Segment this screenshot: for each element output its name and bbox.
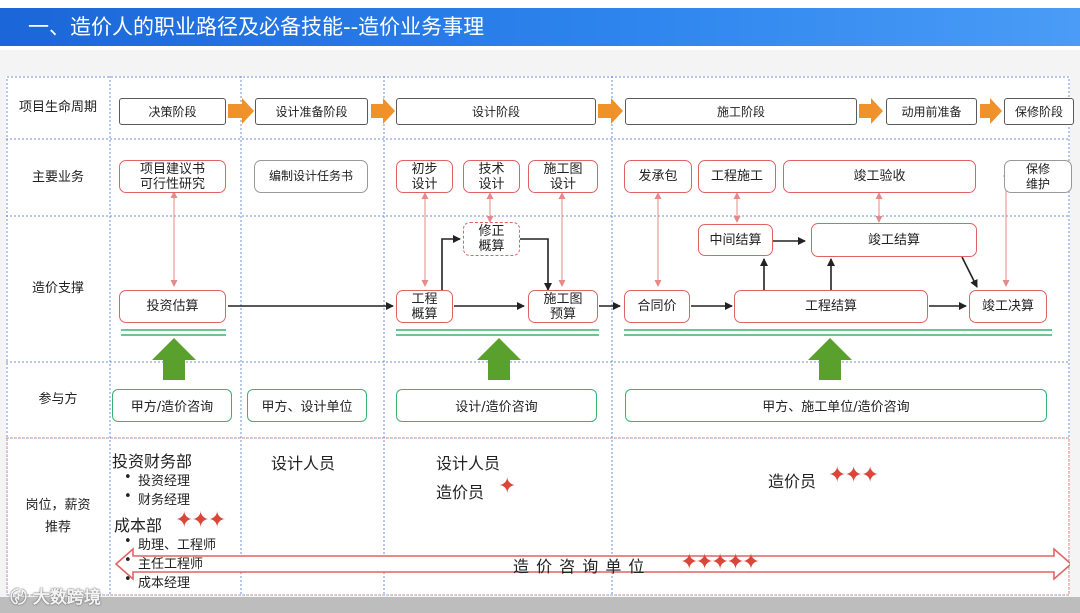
- cost-engineering-settlement: 工程结算: [734, 290, 928, 323]
- cost-completion-settlement: 竣工结算: [811, 223, 977, 257]
- row-label-positions: 岗位，薪资 推荐: [25, 498, 91, 535]
- cost-interim-settlement: 中间结算: [698, 224, 773, 256]
- phase-design-prep: 设计准备阶段: [255, 98, 368, 125]
- phase-arrows: [228, 98, 1002, 124]
- cost-design-estimate: 工程 概算: [396, 290, 453, 323]
- cost-contract-price: 合同价: [624, 290, 690, 323]
- cost-revised-estimate: 修正 概算: [463, 222, 520, 256]
- design-staff-prep: 设计人员: [271, 454, 336, 473]
- dept-cost: 成本部: [114, 516, 163, 535]
- phase-design: 设计阶段: [396, 98, 596, 125]
- header-area: 一、造价人的职业路径及必备技能--造价业务事理: [0, 0, 1080, 50]
- row-label-cost-support: 造价支撑: [31, 281, 84, 296]
- diagram-lines: [6, 76, 1070, 596]
- business-tech-design: 技术 设计: [463, 160, 520, 193]
- cost-staff-design-star: ✦: [498, 474, 517, 499]
- diagram-canvas: 项目生命周期 主要业务 造价支撑 参与方 岗位，薪资 推荐 决策阶段 设计准备阶…: [6, 76, 1074, 596]
- party-design-consulting: 设计/造价咨询: [396, 389, 597, 422]
- business-construction: 工程施工: [698, 160, 776, 193]
- row-label-lifecycle: 项目生命周期: [18, 99, 97, 115]
- consulting-unit-label: 造 价 咨 询 单 位: [513, 557, 646, 576]
- cost-investment-estimate: 投资估算: [119, 290, 226, 323]
- phase-decision: 决策阶段: [119, 98, 226, 125]
- position-cost-manager: 成本经理: [124, 572, 190, 591]
- row-label-parties: 参与方: [38, 392, 78, 407]
- dept-investment-finance: 投资财务部: [112, 452, 193, 471]
- business-construction-drawing: 施工图 设计: [528, 160, 598, 193]
- support-arrows: [152, 338, 852, 380]
- business-warranty: 保修 维护: [1004, 160, 1072, 193]
- position-finance-manager: 财务经理: [124, 489, 190, 508]
- bottom-strip: [0, 597, 1080, 613]
- cost-staff-construction-stars: ✦✦✦: [828, 463, 879, 488]
- row-label-business: 主要业务: [31, 169, 84, 185]
- position-chief-engineer: 主任工程师: [124, 553, 203, 572]
- party-owner-designer: 甲方、设计单位: [247, 389, 367, 422]
- party-owner-consulting: 甲方/造价咨询: [112, 389, 232, 422]
- business-feasibility: 项目建议书 可行性研究: [119, 160, 226, 193]
- business-acceptance: 竣工验收: [783, 160, 976, 193]
- business-bidding: 发承包: [624, 160, 692, 193]
- phase-pre-operation: 动用前准备: [886, 98, 977, 125]
- cost-staff-design: 造价员: [436, 483, 485, 502]
- phase-construction: 施工阶段: [625, 98, 857, 125]
- position-assistant-engineer: 助理、工程师: [124, 534, 216, 553]
- grid-lines: [6, 76, 1070, 596]
- consulting-span-arrow: [114, 547, 1070, 581]
- watermark: 〄 大数跨境: [10, 588, 101, 608]
- title-bar: 一、造价人的职业路径及必备技能--造价业务事理: [0, 8, 1080, 46]
- consulting-unit-stars: ✦✦✦✦✦: [680, 550, 760, 575]
- cost-drawing-budget: 施工图 预算: [528, 290, 598, 323]
- party-owner-contractor-consulting: 甲方、施工单位/造价咨询: [625, 389, 1047, 422]
- cost-dept-stars: ✦✦✦: [175, 508, 226, 533]
- cost-final-accounts: 竣工决算: [969, 290, 1047, 323]
- phase-warranty: 保修阶段: [1004, 98, 1074, 125]
- page-title: 一、造价人的职业路径及必备技能--造价业务事理: [28, 15, 485, 39]
- business-design-task: 编制设计任务书: [254, 160, 368, 193]
- business-prelim-design: 初步 设计: [396, 160, 453, 193]
- position-investment-manager: 投资经理: [124, 470, 190, 489]
- design-staff-design: 设计人员: [436, 454, 501, 473]
- watermark-text: 大数跨境: [32, 588, 101, 608]
- cost-staff-construction: 造价员: [768, 472, 817, 491]
